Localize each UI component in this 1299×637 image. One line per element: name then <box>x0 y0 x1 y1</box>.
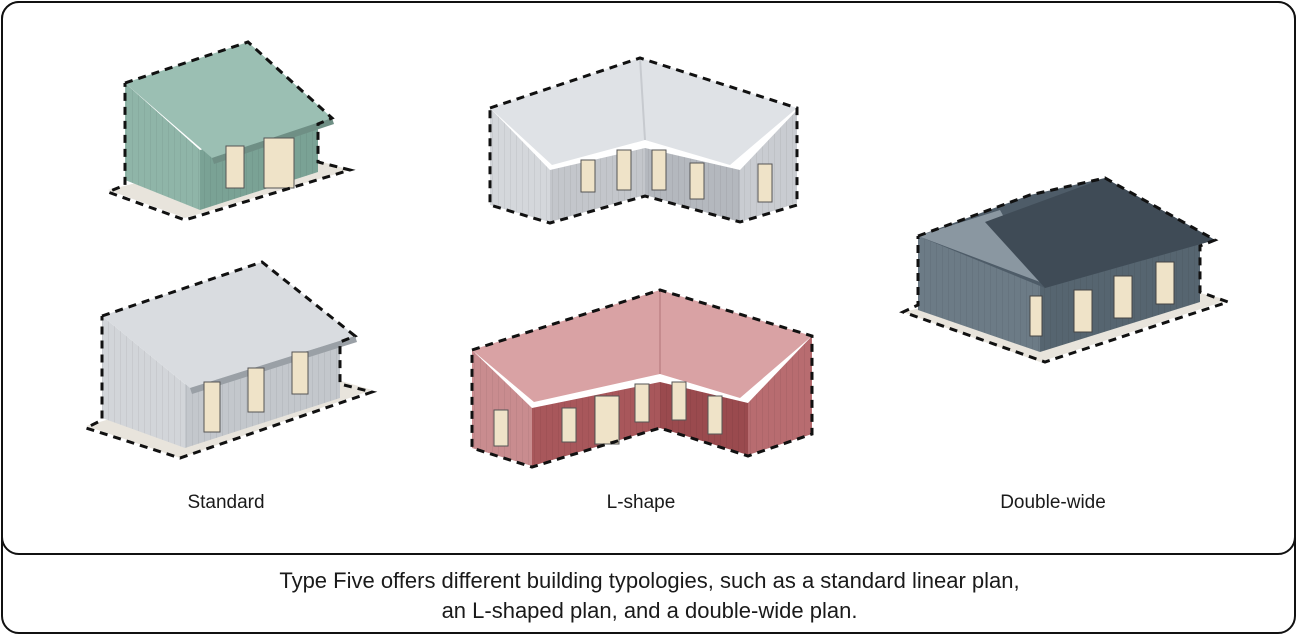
l-shape-building-white <box>488 56 799 225</box>
standard-building-teal <box>103 40 356 222</box>
double-wide-building-slate <box>899 176 1233 364</box>
standard-building-white <box>82 260 378 460</box>
building-illustrations <box>82 40 1233 469</box>
caption-line-2: an L-shaped plan, and a double-wide plan… <box>441 598 858 623</box>
l-shape-building-pink <box>470 288 814 469</box>
label-standard: Standard <box>187 492 265 513</box>
label-l-shape: L-shape <box>606 492 676 513</box>
caption: Type Five offers different building typo… <box>0 566 1299 626</box>
caption-line-1: Type Five offers different building typo… <box>279 568 1020 593</box>
label-double-wide: Double-wide <box>1000 492 1106 513</box>
